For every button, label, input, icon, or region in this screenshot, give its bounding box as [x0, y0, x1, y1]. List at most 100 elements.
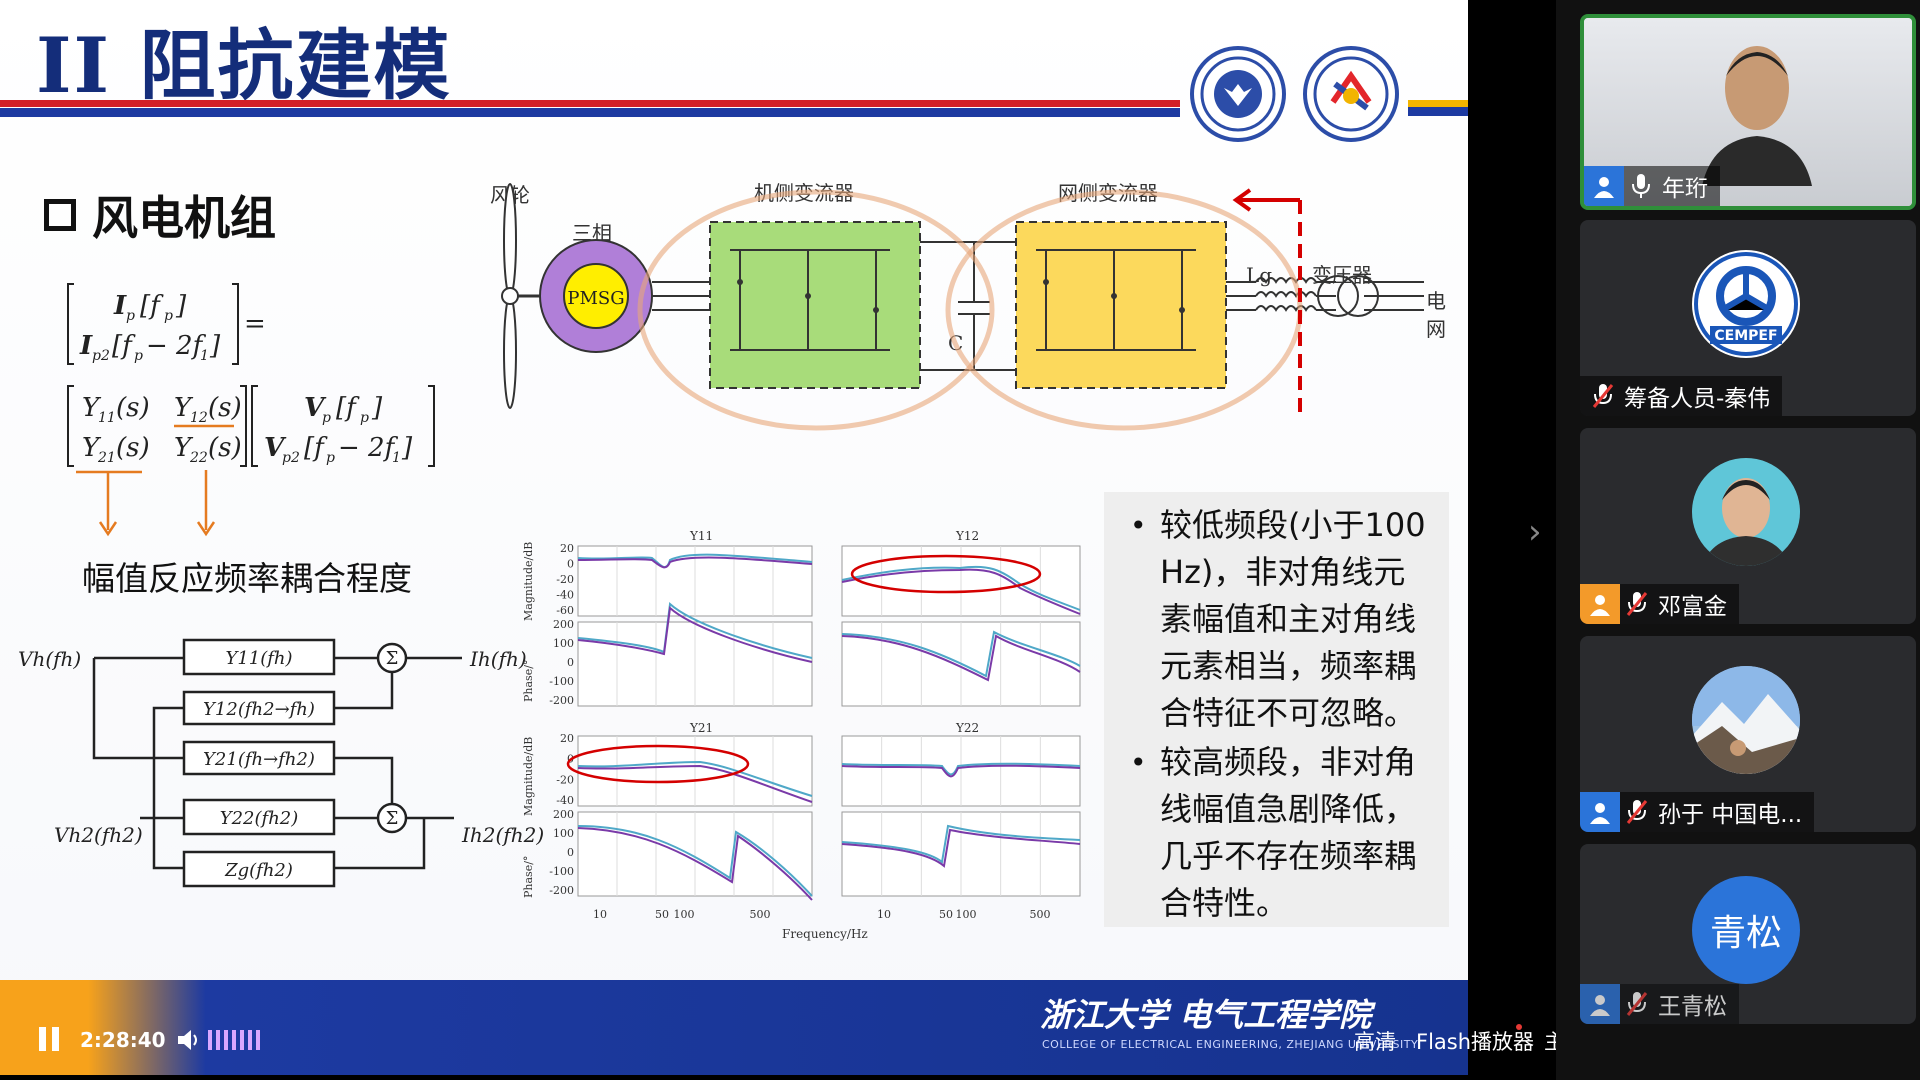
- participant-tile[interactable]: 邓富金: [1580, 428, 1916, 624]
- participant-name: 邓富金: [1658, 594, 1727, 620]
- bode-title-y12: Y12: [955, 529, 979, 543]
- bode-title-y11: Y11: [689, 529, 713, 543]
- y-tick-label: -60: [556, 604, 574, 617]
- svg-text:p: p: [126, 308, 135, 324]
- avatar: 青松: [1692, 876, 1800, 984]
- svg-text:I: I: [113, 291, 127, 321]
- participant-name: 王青松: [1658, 994, 1727, 1020]
- x-tick-label: 10: [877, 908, 891, 921]
- svg-text:[f: [f: [336, 393, 360, 423]
- mic-on-icon[interactable]: [1624, 169, 1658, 203]
- svg-text:p: p: [326, 450, 335, 466]
- mic-muted-icon[interactable]: [1620, 795, 1654, 829]
- avatar: CEMPEF: [1692, 250, 1800, 358]
- y-tick-label: 0: [567, 846, 574, 859]
- svg-text:]: ]: [209, 331, 221, 361]
- mic-muted-icon[interactable]: [1586, 379, 1620, 413]
- y-tick-label: 0: [567, 656, 574, 669]
- ee-emblem-icon: [1313, 56, 1389, 132]
- participant-name-tag: 筹备人员-秦伟: [1580, 376, 1783, 416]
- slide-title: II 阻抗建模: [36, 21, 452, 110]
- ee-college-logo: [1303, 46, 1399, 142]
- y-tick-label: 0: [567, 558, 574, 571]
- x-tick-label: 50: [655, 908, 669, 921]
- participant-tile[interactable]: 孙于 中国电...: [1580, 636, 1916, 832]
- presentation-slide: II 阻抗建模 风电机组: [0, 0, 1468, 1075]
- participant-photo: [1702, 478, 1790, 566]
- turbine-blade: [503, 183, 517, 297]
- wind-turbine-circuit: 风轮 三相 机侧变流器 网侧变流器 C Lg 变压器 电 网 PMSG: [490, 181, 1446, 431]
- svg-text:1: 1: [200, 348, 209, 364]
- participant-name: 筹备人员-秦伟: [1624, 386, 1771, 412]
- mic-muted-icon[interactable]: [1620, 587, 1654, 621]
- x-tick-label: 100: [674, 908, 695, 921]
- y-tick-label: 100: [553, 637, 574, 650]
- conclusion-box: 较低频段(小于100 Hz)，非对角线元素幅值和主对角线元素相当，频率耦合特征不…: [1104, 492, 1449, 927]
- participant-name-tag: 邓富金: [1580, 584, 1739, 624]
- pause-button[interactable]: [36, 1024, 62, 1054]
- y-tick-label: -100: [549, 675, 574, 688]
- participant-name: 孙于 中国电...: [1658, 802, 1803, 828]
- speaker-icon[interactable]: [176, 1028, 202, 1052]
- avatar: [1692, 666, 1800, 774]
- pmsg-label: PMSG: [567, 288, 624, 309]
- notification-dot: [1516, 1024, 1522, 1030]
- zju-emblem-icon: [1200, 56, 1276, 132]
- svg-text:Y: Y: [174, 433, 194, 463]
- participant-video-figure: [1702, 46, 1812, 186]
- participant-tile-active[interactable]: 年珩: [1580, 14, 1916, 210]
- svg-text:p: p: [360, 410, 369, 426]
- playback-time: 2:28:40: [80, 1028, 166, 1052]
- participant-tile[interactable]: 青松 王青松: [1580, 844, 1916, 1024]
- mic-muted-icon[interactable]: [1620, 987, 1654, 1021]
- svg-text:V: V: [304, 393, 327, 423]
- slide-footer: [0, 980, 1468, 1075]
- svg-text:− 2f: − 2f: [338, 433, 399, 463]
- bullet-square-icon: [44, 199, 76, 231]
- bode-y-label: Magnitude/dB: [522, 737, 535, 816]
- participant-name: 年珩: [1662, 176, 1708, 202]
- svg-text:12: 12: [190, 410, 208, 426]
- footer-brand: 浙江大学 电气工程学院: [1040, 996, 1372, 1034]
- svg-text:p: p: [164, 308, 173, 324]
- svg-text:p2: p2: [92, 348, 110, 364]
- flash-player-button[interactable]: Flash播放器: [1416, 1030, 1535, 1054]
- svg-text:(s): (s): [208, 393, 242, 423]
- bode-y-label: Phase/°: [522, 856, 535, 898]
- equation-arrows: [98, 470, 216, 537]
- grid-label-1: 电: [1426, 289, 1446, 313]
- participant-name-tag: 王青松: [1580, 984, 1739, 1024]
- zju-logo: [1190, 46, 1286, 142]
- x-tick-label: 500: [1030, 908, 1051, 921]
- user-icon: [1580, 792, 1620, 832]
- cempef-logo-text: CEMPEF: [1714, 328, 1777, 344]
- bode-title-y21: Y21: [689, 721, 713, 735]
- collapse-panel-icon[interactable]: ›: [1528, 512, 1542, 552]
- avatar: [1692, 458, 1800, 566]
- participant-name-tag: 孙于 中国电...: [1580, 792, 1815, 832]
- volume-control[interactable]: [168, 1026, 268, 1054]
- y-tick-label: -40: [556, 589, 574, 602]
- y-tick-label: 200: [553, 618, 574, 631]
- block-y11-label: Y11(fh): [225, 648, 292, 669]
- coupling-block-diagram: Vh(fh) Vh2(fh2) Ih(fh) Ih2(fh2) Y11(fh) …: [18, 638, 544, 888]
- volume-level[interactable]: [208, 1030, 260, 1050]
- grid-label-2: 网: [1426, 317, 1446, 341]
- sum-label: Σ: [386, 808, 399, 829]
- svg-text:I: I: [79, 331, 93, 361]
- svg-text:p2: p2: [282, 450, 300, 466]
- svg-text:Y: Y: [82, 393, 102, 423]
- svg-text:(s): (s): [208, 433, 242, 463]
- y-tick-label: -20: [556, 573, 574, 586]
- quality-button[interactable]: 高清: [1354, 1030, 1396, 1054]
- participant-photo: [1692, 666, 1800, 774]
- svg-text:(s): (s): [116, 393, 150, 423]
- turbine-blade: [503, 295, 517, 409]
- svg-text:1: 1: [392, 450, 401, 466]
- svg-text:Y: Y: [174, 393, 194, 423]
- block-y12-label: Y12(fh2→fh): [203, 699, 315, 720]
- participant-tile[interactable]: CEMPEF 筹备人员-秦伟: [1580, 220, 1916, 416]
- output-ih2-label: Ih2(fh2): [461, 823, 544, 847]
- svg-text:11: 11: [98, 410, 116, 426]
- block-zg: [182, 850, 336, 888]
